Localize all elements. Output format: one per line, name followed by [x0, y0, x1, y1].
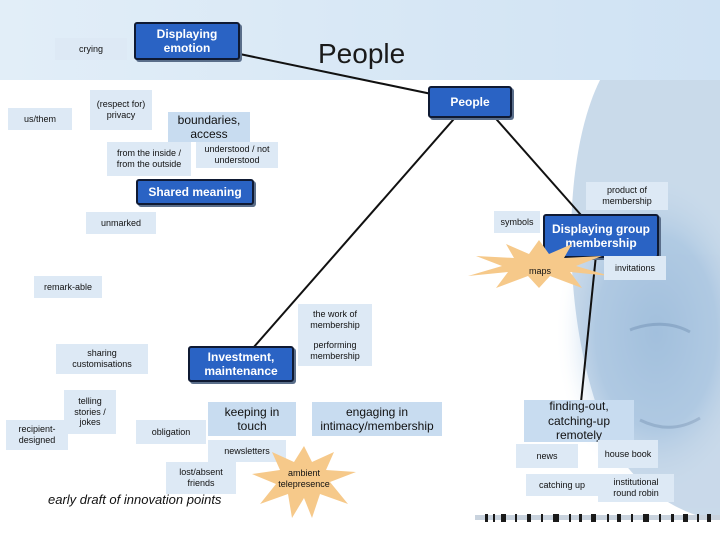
node-from-inside: from the inside / from the outside	[107, 142, 191, 176]
node-ambient-telepresence: ambient telepresence	[278, 468, 330, 489]
node-catching-up: catching up	[526, 474, 598, 496]
node-engaging: engaging in intimacy/membership	[312, 402, 442, 436]
node-invitations: invitations	[604, 256, 666, 280]
node-finding-out: finding-out, catching-up remotely	[524, 399, 634, 442]
node-lost-friends: lost/absent friends	[166, 462, 236, 494]
node-institutional-round-robin: institutional round robin	[598, 474, 674, 502]
link-group-finding	[579, 254, 597, 413]
node-understood: understood / not understood	[196, 142, 278, 168]
burst-maps	[468, 240, 610, 288]
node-newsletters: newsletters	[208, 440, 286, 462]
node-remarkable: remark-able	[34, 276, 102, 298]
node-symbols: symbols	[494, 211, 540, 233]
draft-caption: early draft of innovation points	[48, 492, 222, 507]
node-product-membership: product of membership	[586, 182, 668, 210]
node-work-of-membership: the work of membership	[298, 304, 372, 336]
node-keeping-in-touch: keeping in touch	[208, 402, 296, 436]
footer-decoration	[475, 514, 720, 522]
node-respect-privacy: (respect for) privacy	[90, 90, 152, 130]
node-shared-meaning: Shared meaning	[136, 179, 254, 205]
node-recipient-designed: recipient-designed	[6, 420, 68, 450]
node-maps: maps	[528, 266, 551, 276]
page-title: People	[318, 38, 406, 69]
node-sharing-customisations: sharing customisations	[56, 344, 148, 374]
node-boundaries-access: boundaries, access	[168, 112, 250, 142]
node-displaying-emotion: Displaying emotion	[134, 22, 240, 60]
node-us-them: us/them	[8, 108, 72, 130]
node-crying: crying	[55, 38, 127, 60]
burst-ambient-telepresence	[252, 446, 356, 518]
node-performing-membership: performing membership	[298, 336, 372, 366]
node-people-hub: People	[428, 86, 512, 118]
node-house-book: house book	[598, 440, 658, 468]
node-news: news	[516, 444, 578, 468]
node-telling-stories: telling stories / jokes	[64, 390, 116, 434]
link-people-group	[489, 111, 597, 233]
node-investment: Investment, maintenance	[188, 346, 294, 382]
node-obligation: obligation	[136, 420, 206, 444]
link-people-investment	[231, 111, 461, 373]
node-unmarked: unmarked	[86, 212, 156, 234]
